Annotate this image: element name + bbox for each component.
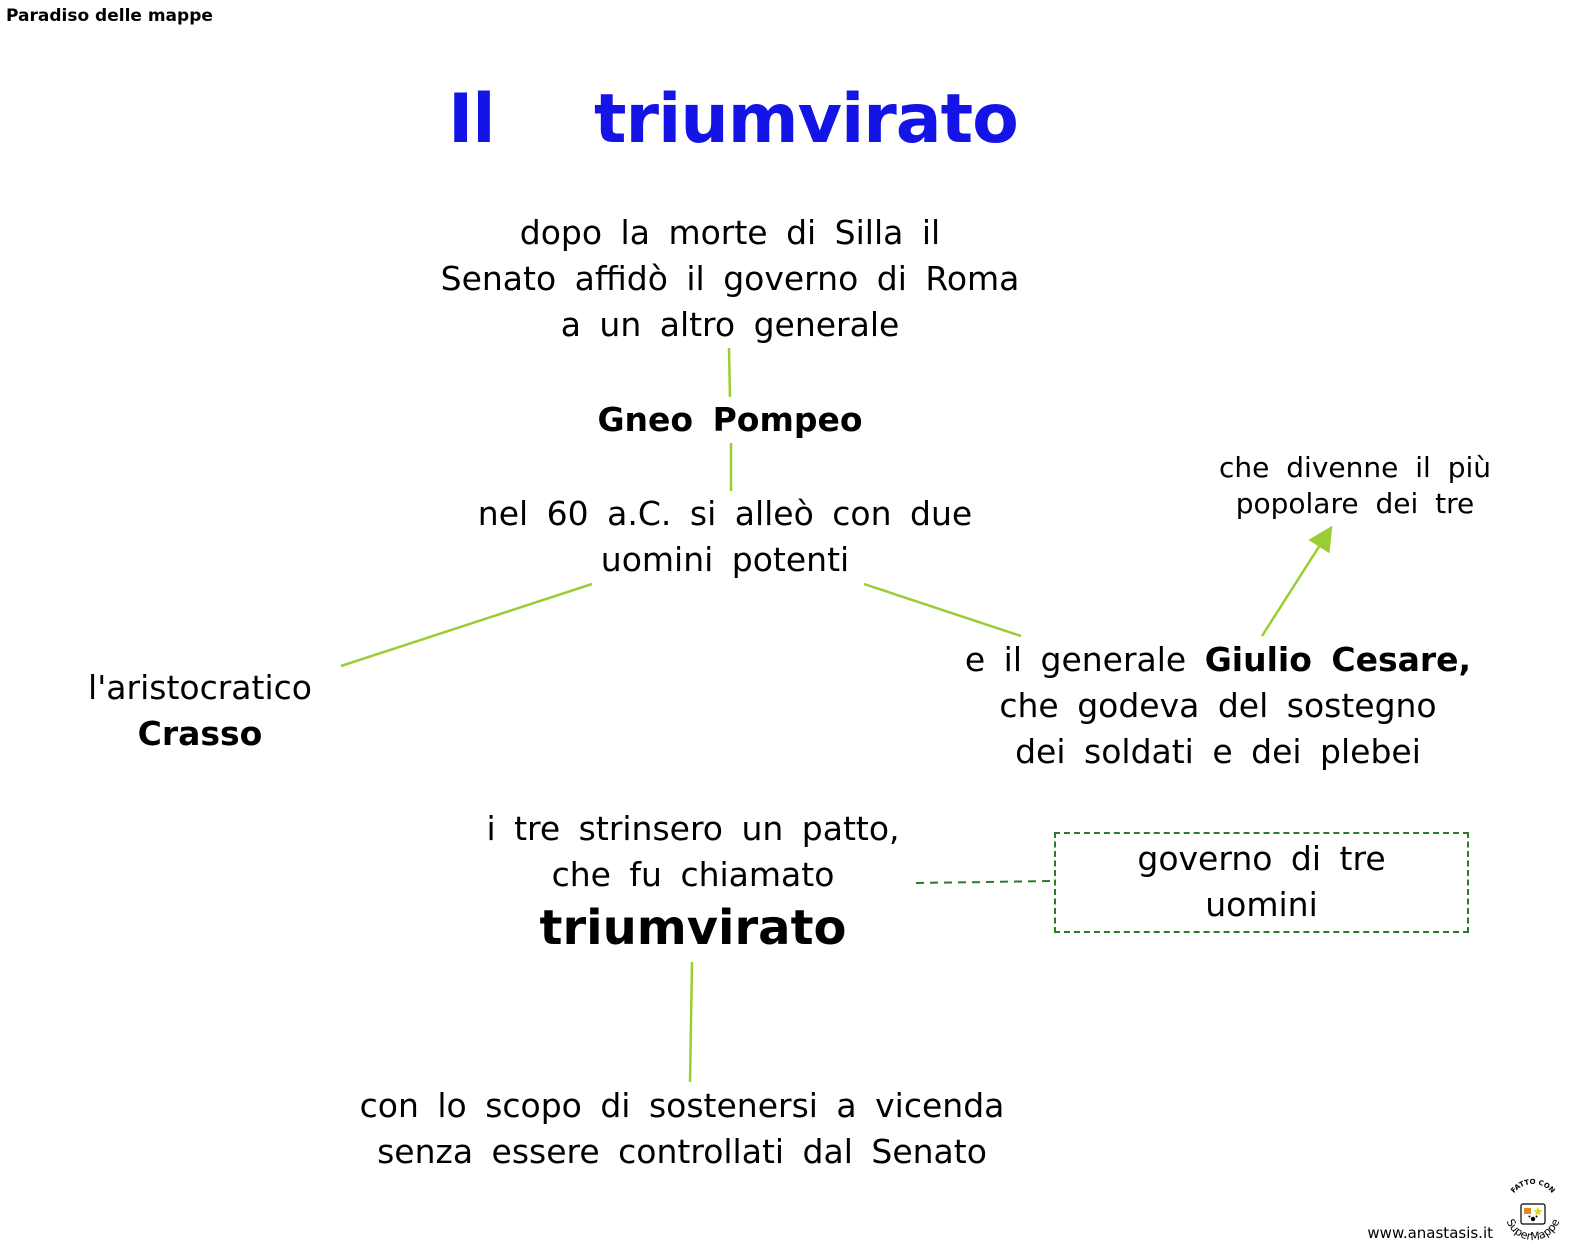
node-definizione-line2: uomini xyxy=(1205,885,1318,924)
node-patto-line2: che fu chiamato xyxy=(551,855,835,894)
node-patto-line1: i tre strinsero un patto, xyxy=(486,809,900,848)
connector-alleanza-crasso xyxy=(340,582,593,668)
node-crasso-name: Crasso xyxy=(137,714,263,753)
connector-patto-scopo xyxy=(688,961,694,1083)
node-pompeo: Gneo Pompeo xyxy=(597,400,863,439)
node-scopo-line1: con lo scopo di sostenersi a vicenda xyxy=(359,1086,1005,1125)
definition-box xyxy=(1054,832,1469,933)
logo-text-top: FATTO CON xyxy=(1509,1178,1556,1195)
connector-senato-pompeo xyxy=(727,347,732,398)
title-word-triumvirato: triumvirato xyxy=(594,80,1019,159)
connector-alleanza-cesare xyxy=(863,582,1022,638)
node-scopo-line2: senza essere controllati dal Senato xyxy=(377,1132,987,1171)
node-cesare-line3: dei soldati e dei plebei xyxy=(1015,732,1421,771)
node-senato: dopo la morte di Silla il Senato affidò … xyxy=(380,210,1080,348)
node-cesare-prefix: e il generale xyxy=(964,640,1205,679)
node-scopo: con lo scopo di sostenersi a vicenda sen… xyxy=(282,1083,1082,1175)
node-popolare: che divenne il più popolare dei tre xyxy=(1180,450,1530,522)
node-alleanza-line1: nel 60 a.C. si alleò con due xyxy=(477,494,973,533)
site-header: Paradiso delle mappe xyxy=(6,6,213,26)
node-popolare-line1: che divenne il più xyxy=(1219,451,1491,484)
svg-text:FATTO CON: FATTO CON xyxy=(1509,1178,1556,1195)
node-crasso: l'aristocratico Crasso xyxy=(40,665,360,757)
footer-url: www.anastasis.it xyxy=(1367,1224,1493,1242)
node-crasso-line1: l'aristocratico xyxy=(88,668,312,707)
node-cesare-line1: e il generale Giulio Cesare, xyxy=(918,637,1518,683)
node-definizione: governo di tre uomini xyxy=(1054,836,1469,928)
node-cesare-name: Giulio Cesare, xyxy=(1204,640,1472,679)
node-alleanza: nel 60 a.C. si alleò con due uomini pote… xyxy=(425,491,1025,583)
supermappe-logo: FATTO CON SuperMappe xyxy=(1504,1178,1563,1243)
node-alleanza-line2: uomini potenti xyxy=(600,540,850,579)
node-definizione-line1: governo di tre xyxy=(1137,839,1386,878)
node-senato-line1: dopo la morte di Silla il xyxy=(519,213,941,252)
node-patto-keyword: triumvirato xyxy=(539,900,847,956)
title-word-il: Il xyxy=(448,80,496,159)
node-patto: i tre strinsero un patto, che fu chiamat… xyxy=(443,806,943,958)
node-senato-line2: Senato affidò il governo di Roma xyxy=(440,259,1020,298)
dashed-connector-definizione xyxy=(915,880,1055,884)
node-cesare: e il generale Giulio Cesare, che godeva … xyxy=(918,637,1518,775)
node-popolare-line2: popolare dei tre xyxy=(1235,487,1475,520)
arrow-cesare-popolare xyxy=(1260,525,1333,637)
node-cesare-line2: che godeva del sostegno xyxy=(999,686,1437,725)
node-senato-line3: a un altro generale xyxy=(560,305,900,344)
